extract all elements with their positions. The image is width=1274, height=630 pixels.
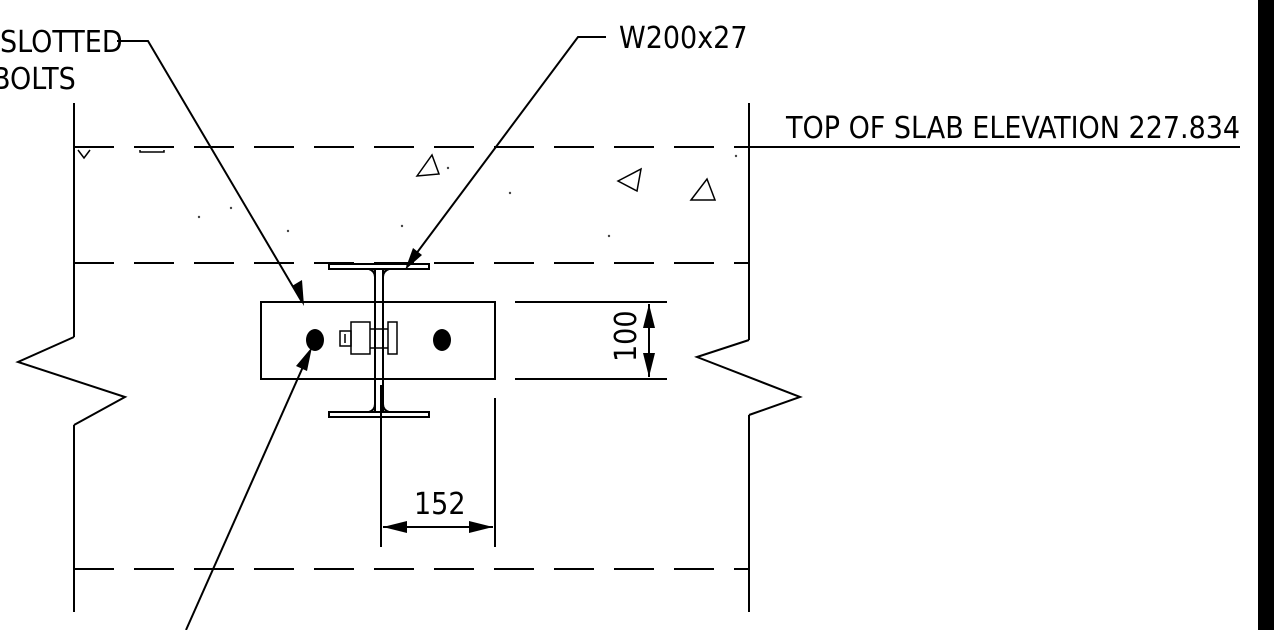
beam-section-leader bbox=[406, 36, 606, 267]
bolt-assembly bbox=[339, 321, 398, 355]
concrete-hatch bbox=[77, 149, 738, 238]
connection-plate bbox=[260, 301, 496, 380]
dimension-100 bbox=[515, 301, 667, 380]
slotted-label-line1: SLOTTED bbox=[0, 25, 123, 60]
lower-bolt-leader-arrow bbox=[296, 347, 312, 371]
lower-bolt-leader bbox=[185, 350, 311, 630]
beam-section-label: W200x27 bbox=[619, 21, 748, 56]
slotted-bolt-hole-right bbox=[433, 329, 451, 351]
slotted-label-line2: BOLTS bbox=[0, 62, 76, 97]
slotted-bolts-leader-arrow bbox=[292, 280, 304, 306]
right-break-symbol bbox=[694, 339, 803, 416]
slotted-bolts-leader bbox=[117, 40, 303, 303]
slotted-bolt-hole-left bbox=[306, 329, 324, 351]
drawing-border bbox=[1258, 0, 1274, 630]
left-break-symbol bbox=[15, 336, 128, 426]
dimension-152 bbox=[380, 385, 496, 547]
beam-section-leader-arrow bbox=[405, 248, 422, 270]
top-of-slab-label: TOP OF SLAB ELEVATION 227.834 bbox=[785, 111, 1240, 146]
dimension-152-label: 152 bbox=[414, 487, 466, 522]
dimension-100-label: 100 bbox=[609, 310, 644, 362]
w-beam-section bbox=[328, 263, 430, 418]
